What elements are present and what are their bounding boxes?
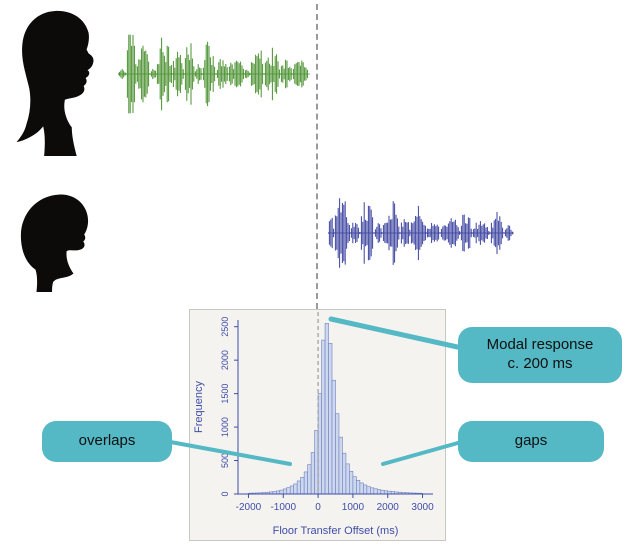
callout-overlaps-label: overlaps (78, 432, 136, 450)
callout-modal-response: Modal response c. 200 ms (458, 327, 622, 383)
speaker2-waveform (328, 198, 514, 268)
callout-modal-response-line2: c. 200 ms (507, 355, 573, 372)
svg-text:2500: 2500 (220, 317, 230, 337)
svg-text:1000: 1000 (220, 417, 230, 437)
speaker1-waveform (118, 34, 310, 114)
svg-text:0: 0 (220, 491, 230, 496)
svg-text:Frequency: Frequency (193, 381, 205, 433)
callout-modal-response-line1: Modal response (486, 336, 594, 354)
svg-text:-2000: -2000 (236, 502, 262, 513)
svg-text:0: 0 (315, 502, 321, 513)
svg-text:-1000: -1000 (270, 502, 296, 513)
callout-gaps-label: gaps (514, 432, 548, 450)
floor-transfer-offset-histogram: -2000 -1000 0 1000 2000 3000 0 500 1000 1500 2000 2… (193, 312, 434, 537)
svg-text:3000: 3000 (411, 502, 434, 513)
svg-text:2000: 2000 (377, 502, 400, 513)
callout-overlaps: overlaps (42, 421, 172, 462)
svg-text:Floor Transfer Offset (ms): Floor Transfer Offset (ms) (273, 525, 399, 537)
female-speaker-silhouette-icon (16, 10, 94, 156)
svg-text:1500: 1500 (220, 384, 230, 404)
svg-text:1000: 1000 (342, 502, 365, 513)
male-speaker-silhouette-icon (20, 194, 89, 292)
svg-text:2000: 2000 (220, 350, 230, 370)
svg-text:500: 500 (220, 453, 230, 468)
floor-transfer-dashed-line (316, 4, 318, 309)
histogram-panel: -2000 -1000 0 1000 2000 3000 0 500 1000 1500 2000 2… (189, 309, 446, 541)
callout-gaps: gaps (458, 421, 604, 462)
